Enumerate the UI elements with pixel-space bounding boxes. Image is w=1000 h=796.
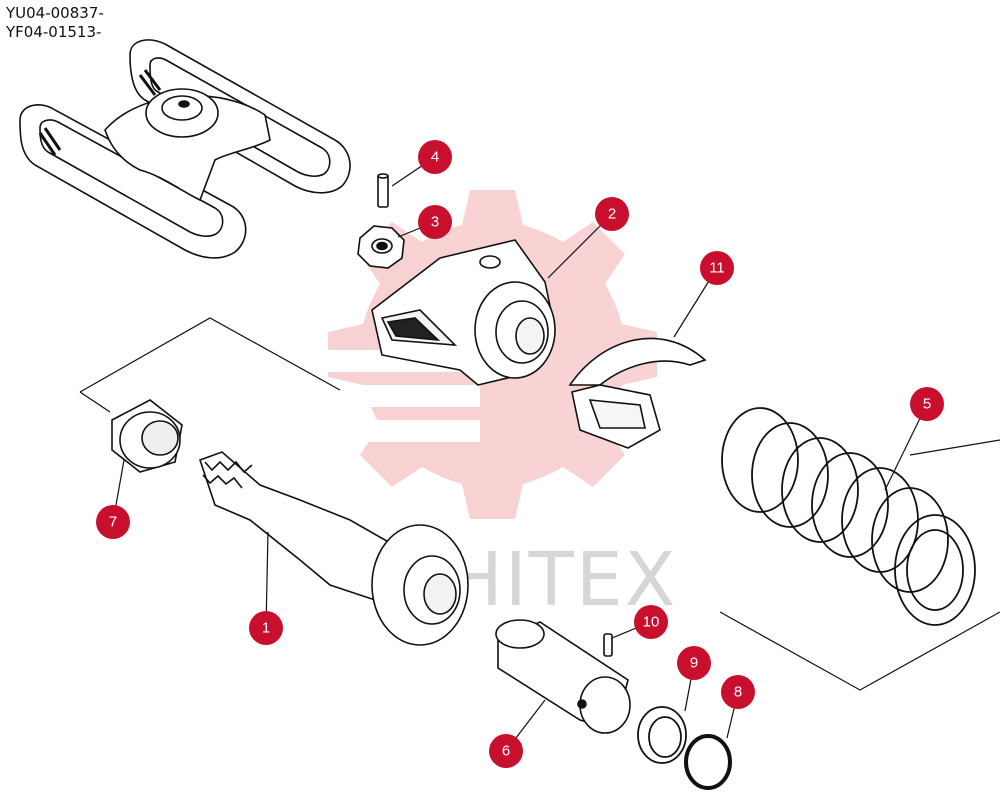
callout-10: 10 xyxy=(634,605,668,639)
bolt xyxy=(377,173,389,208)
idler-yoke-frame xyxy=(19,39,351,259)
callout-3: 3 xyxy=(418,205,452,239)
callout-label: 4 xyxy=(431,149,439,166)
recoil-spring xyxy=(721,407,976,626)
callout-6: 6 xyxy=(489,734,523,768)
callout-2: 2 xyxy=(595,197,629,231)
piston-pin xyxy=(495,619,631,734)
part-code: YU04-00837- xyxy=(6,4,104,22)
part-code: YF04-01513- xyxy=(6,23,102,41)
callout-label: 10 xyxy=(643,614,660,631)
callout-label: 8 xyxy=(734,684,742,701)
seal-ring xyxy=(637,706,687,764)
callout-label: 3 xyxy=(431,214,439,231)
callout-label: 7 xyxy=(109,514,117,531)
callout-label: 9 xyxy=(690,655,698,672)
callout-label: 2 xyxy=(608,206,616,223)
callout-1: 1 xyxy=(249,611,283,645)
callout-7: 7 xyxy=(96,505,130,539)
callout-5: 5 xyxy=(910,387,944,421)
callout-badges: 1 2 3 4 5 6 7 xyxy=(96,140,944,768)
idler-bracket xyxy=(371,239,556,386)
callout-9: 9 xyxy=(677,646,711,680)
idler-yoke-shaft xyxy=(198,451,469,646)
spring-pin xyxy=(603,633,613,657)
o-ring xyxy=(684,734,732,790)
callout-label: 11 xyxy=(709,260,725,277)
callout-11: 11 xyxy=(700,251,734,285)
hex-nut xyxy=(357,225,405,269)
assembly-guide-lines xyxy=(79,317,1000,691)
callout-label: 6 xyxy=(502,743,510,760)
spring-plate xyxy=(568,337,707,449)
callout-label: 1 xyxy=(262,620,270,637)
bushing xyxy=(111,399,183,473)
callout-label: 5 xyxy=(923,396,931,413)
callout-8: 8 xyxy=(721,675,755,709)
callout-4: 4 xyxy=(418,140,452,174)
part-code-list: YU04-00837- YF04-01513- xyxy=(6,4,104,42)
